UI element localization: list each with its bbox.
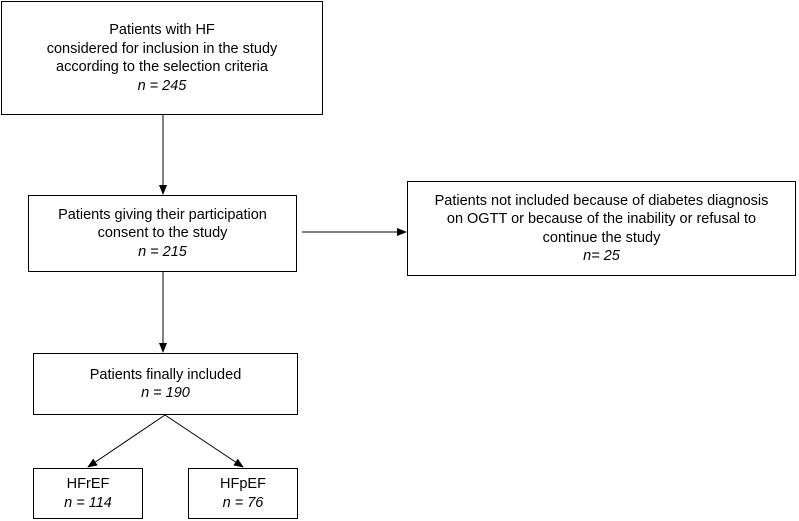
excluded-line-3: continue the study — [542, 229, 661, 246]
hfpef-count: n = 76 — [222, 494, 264, 511]
consent-line-1: Patients giving their participation — [58, 206, 267, 223]
included-count: n = 190 — [141, 385, 190, 401]
considered-line-2: considered for inclusion in the study — [46, 40, 278, 57]
consent-count: n = 215 — [138, 243, 187, 260]
excluded-count: n= 25 — [583, 248, 620, 264]
hfref-count: n = 114 — [64, 494, 112, 511]
box-included-patients: Patients finally included n = 190 — [33, 353, 298, 415]
box-hfref: HFrEF n = 114 — [33, 468, 143, 519]
considered-count: n = 245 — [137, 77, 187, 94]
arrow-included-to-hfpef — [164, 414, 244, 468]
considered-line-1: Patients with HF — [109, 22, 215, 38]
excluded-line-1: Patients not included because of diabete… — [434, 192, 769, 209]
excluded-line-2: on OGTT or because of the inability or r… — [446, 211, 757, 227]
hfpef-label: HFpEF — [220, 476, 266, 492]
considered-line-3: according to the selection criteria — [56, 59, 268, 75]
box-considered-patients: Patients with HF considered for inclusio… — [1, 1, 323, 115]
arrow-included-to-hfref — [87, 414, 166, 468]
box-hfpef: HFpEF n = 76 — [188, 468, 298, 519]
consent-line-2: consent to the study — [97, 225, 228, 242]
box-excluded-patients: Patients not included because of diabete… — [407, 181, 796, 276]
hfref-label: HFrEF — [66, 476, 110, 492]
box-consent-patients: Patients giving their participation cons… — [28, 195, 297, 272]
included-line-1: Patients finally included — [89, 366, 242, 383]
